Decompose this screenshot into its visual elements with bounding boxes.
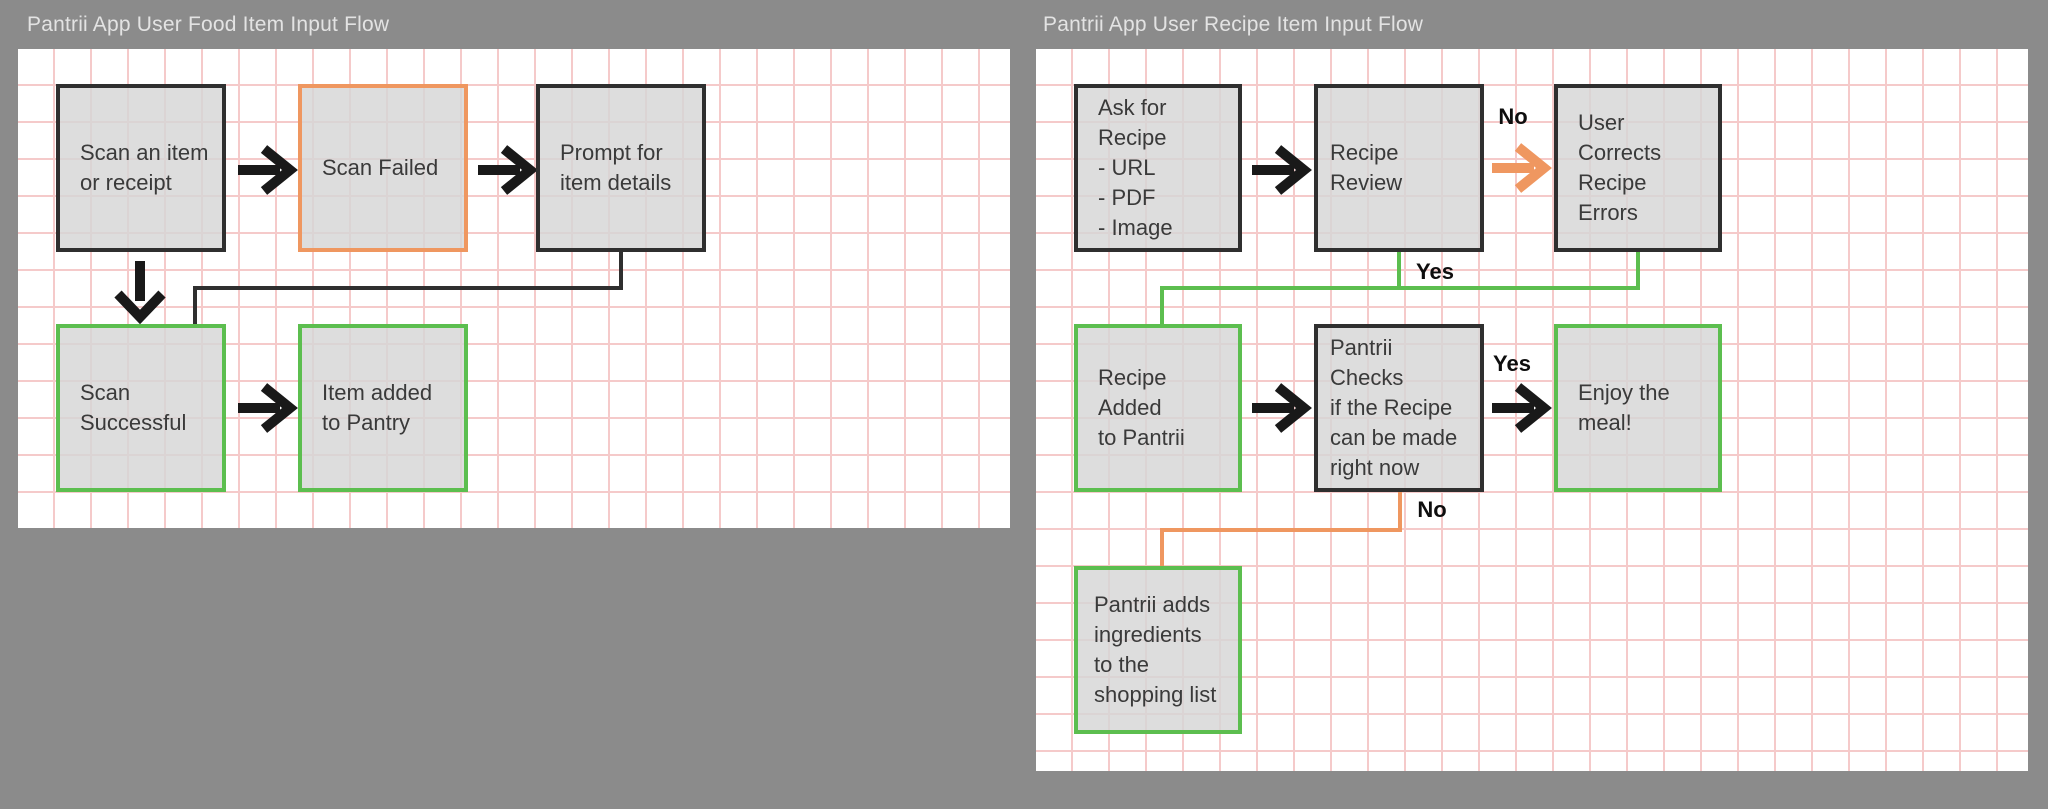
node-ask-for-recipe[interactable]: Ask for Recipe - URL - PDF - Image: [1074, 84, 1242, 252]
node-enjoy-the-meal[interactable]: Enjoy the meal!: [1554, 324, 1722, 492]
node-pantrii-checks[interactable]: Pantrii Checks if the Recipe can be made…: [1314, 324, 1484, 492]
node-recipe-review[interactable]: Recipe Review: [1314, 84, 1484, 252]
node-label: Item added to Pantry: [322, 380, 433, 435]
node-prompt-for-details[interactable]: Prompt for item details: [536, 84, 706, 252]
node-label: Pantrii Checks if the Recipe can be made…: [1330, 335, 1458, 480]
node-scan-an-item[interactable]: Scan an item or receipt: [56, 84, 226, 252]
recipe-flow-title: Pantrii App User Recipe Item Input Flow: [1043, 13, 1424, 36]
node-scan-failed[interactable]: Scan Failed: [298, 84, 468, 252]
node-pantrii-adds-ingredients[interactable]: Pantrii adds ingredients to the shopping…: [1074, 566, 1242, 734]
node-label: Scan an item or receipt: [80, 140, 209, 195]
edge-label-no-top: No: [1498, 104, 1528, 129]
arrow-added-to-checks: [1252, 383, 1312, 433]
arrow-successful-to-added: [238, 383, 298, 433]
node-user-corrects-errors[interactable]: User Corrects Recipe Errors: [1554, 84, 1722, 252]
food-flow-canvas[interactable]: Scan an item or receipt Scan Failed Prom…: [18, 49, 1010, 528]
node-label: Recipe Review: [1330, 140, 1403, 195]
food-flow-title: Pantrii App User Food Item Input Flow: [27, 13, 390, 36]
node-label: Recipe Added to Pantrii: [1098, 365, 1185, 450]
node-label: Pantrii adds ingredients to the shopping…: [1094, 592, 1217, 707]
connector-no-to-shopping-list: [1160, 492, 1402, 566]
node-recipe-added[interactable]: Recipe Added to Pantrii: [1074, 324, 1242, 492]
edge-label-yes-mid: Yes: [1416, 259, 1454, 284]
node-item-added-to-pantry[interactable]: Item added to Pantry: [298, 324, 468, 492]
arrow-review-no-to-corrects: [1492, 143, 1552, 193]
edge-label-no-bottom: No: [1417, 497, 1447, 522]
node-label: User Corrects Recipe Errors: [1578, 110, 1662, 225]
arrow-scan-to-failed: [238, 145, 298, 195]
recipe-flow-canvas[interactable]: Ask for Recipe - URL - PDF - Image Recip…: [1036, 49, 2028, 771]
connector-yes-to-recipe-added: [1160, 252, 1640, 324]
node-label: Prompt for item details: [560, 140, 672, 195]
arrow-checks-yes-to-enjoy: [1492, 383, 1552, 433]
node-label: Scan Successful: [80, 380, 187, 435]
node-label: Enjoy the meal!: [1578, 380, 1670, 435]
node-scan-successful[interactable]: Scan Successful: [56, 324, 226, 492]
connector-prompt-to-successful: [193, 252, 623, 324]
arrow-failed-to-prompt: [478, 145, 538, 195]
node-label: Scan Failed: [322, 155, 439, 180]
node-label: Ask for Recipe - URL - PDF - Image: [1098, 95, 1173, 240]
edge-label-yes-row: Yes: [1493, 351, 1531, 376]
arrow-ask-to-review: [1252, 145, 1312, 195]
arrow-scan-to-successful: [114, 261, 166, 325]
